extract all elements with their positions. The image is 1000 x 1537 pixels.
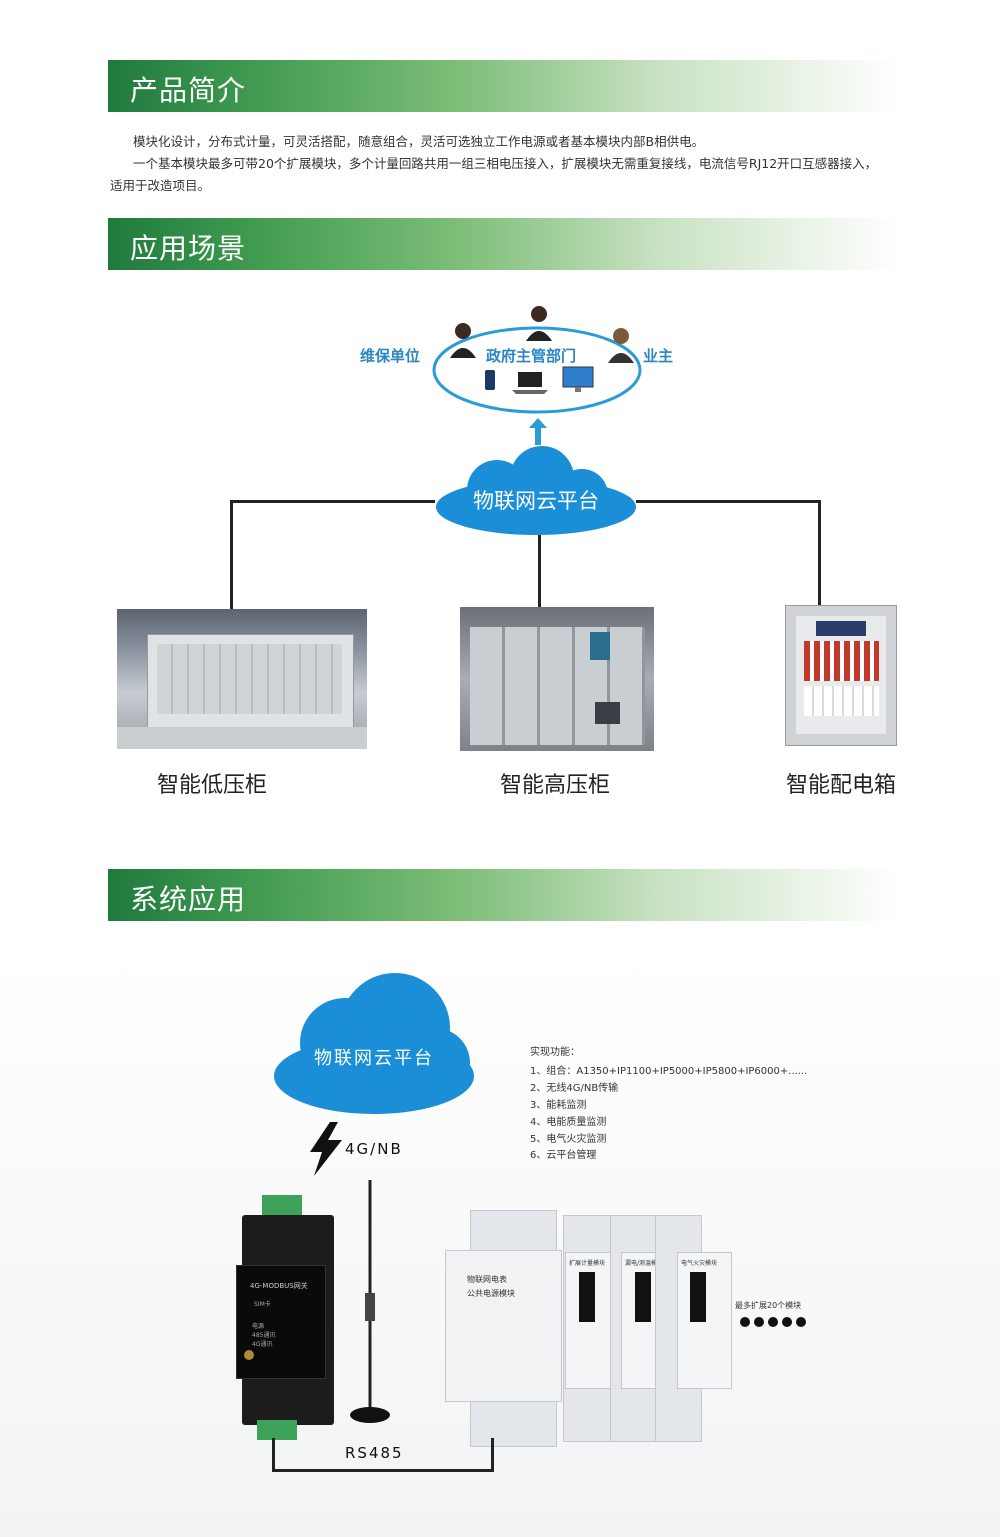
- user-label-government: 政府主管部门: [486, 347, 577, 365]
- meter-label-1: 物联网电表: [467, 1275, 507, 1284]
- bus-line: [272, 1469, 494, 1472]
- person-icon: [608, 328, 634, 363]
- users-ellipse: [432, 326, 642, 414]
- cloud-label: 物联网云平台: [314, 1048, 434, 1069]
- gateway-led-485: 485通讯: [252, 1332, 276, 1339]
- high-voltage-cabinet-image: [460, 607, 654, 751]
- section-header-scene: 应用场景: [108, 218, 898, 270]
- caption-low-voltage: 智能低压柜: [157, 773, 268, 798]
- cloud-icon: [436, 446, 636, 535]
- connector-line: [230, 500, 233, 610]
- distribution-box-image: [785, 605, 897, 746]
- more-dots-icon: [740, 1317, 806, 1327]
- feature-item: 5、电气火灾监测: [530, 1134, 607, 1145]
- antenna-icon: [350, 1180, 390, 1423]
- section-header-intro: 产品简介: [108, 60, 898, 112]
- cloud-icon: [274, 973, 474, 1114]
- person-icon: [526, 306, 552, 341]
- connector-line: [230, 500, 435, 503]
- features-title: 实现功能：: [530, 1047, 580, 1058]
- feature-item: 2、无线4G/NB传输: [530, 1083, 619, 1094]
- gateway-title: 4G-MODBUS网关: [250, 1282, 308, 1290]
- cloud-platform: 物联网云平台: [432, 445, 640, 537]
- antenna-port-icon: [244, 1350, 254, 1360]
- intro-line-1: 模块化设计，分布式计量，可灵活搭配，随意组合，灵活可选独立工作电源或者基本模块内…: [133, 134, 705, 149]
- bus-line: [491, 1438, 494, 1472]
- module-title: 漏电/测温模块: [625, 1260, 664, 1267]
- section-header-system: 系统应用: [108, 869, 898, 921]
- bus-label: RS485: [345, 1444, 404, 1462]
- person-icon: [450, 323, 476, 358]
- gateway-led-4g: 4G通讯: [252, 1341, 273, 1348]
- laptop-icon: [518, 372, 542, 387]
- expand-text: 最多扩展20个模块: [735, 1301, 802, 1310]
- connector-line: [538, 535, 541, 608]
- low-voltage-cabinet-image: [117, 609, 367, 749]
- meter-label-2: 公共电源模块: [467, 1289, 515, 1298]
- connector-line: [818, 500, 821, 606]
- gateway-led-power: 电源: [252, 1323, 265, 1330]
- feature-item: 1、组合：A1350+IP1100+IP5000+IP5800+IP6000+.…: [530, 1066, 808, 1077]
- bus-line: [272, 1438, 275, 1472]
- caption-distribution-box: 智能配电箱: [786, 773, 897, 798]
- feature-item: 3、能耗监测: [530, 1100, 587, 1111]
- lightning-icon: [310, 1122, 342, 1176]
- gateway-sim-label: SIM卡: [254, 1301, 271, 1308]
- feature-item: 6、云平台管理: [530, 1150, 597, 1161]
- intro-line-3: 适用于改造项目。: [110, 178, 211, 193]
- feature-item: 4、电能质量监测: [530, 1117, 607, 1128]
- cloud-platform-system: 物联网云平台: [270, 968, 478, 1118]
- caption-high-voltage: 智能高压柜: [500, 773, 611, 798]
- section-title: 应用场景: [130, 232, 247, 265]
- section-title: 系统应用: [130, 883, 247, 916]
- user-label-maintenance: 维保单位: [360, 347, 421, 365]
- section-title: 产品简介: [130, 74, 247, 107]
- gateway-device: 4G-MODBUS网关 SIM卡 电源 485通讯 4G通讯: [236, 1195, 334, 1440]
- monitor-icon: [562, 366, 594, 388]
- link-label: 4G/NB: [345, 1140, 403, 1158]
- cloud-label: 物联网云平台: [473, 489, 599, 513]
- user-label-owner: 业主: [643, 347, 674, 365]
- phone-icon: [485, 370, 495, 390]
- intro-line-2: 一个基本模块最多可带20个扩展模块，多个计量回路共用一组三相电压接入，扩展模块无…: [133, 156, 878, 171]
- module-title: 电气火灾模块: [681, 1260, 718, 1267]
- arrow-up-icon: [529, 418, 547, 445]
- meter-assembly: 物联网电表 公共电源模块 扩展计量模块 漏电/测温模块 电气火灾模块: [445, 1210, 735, 1447]
- module-title: 扩展计量模块: [569, 1260, 606, 1267]
- connector-line: [636, 500, 820, 503]
